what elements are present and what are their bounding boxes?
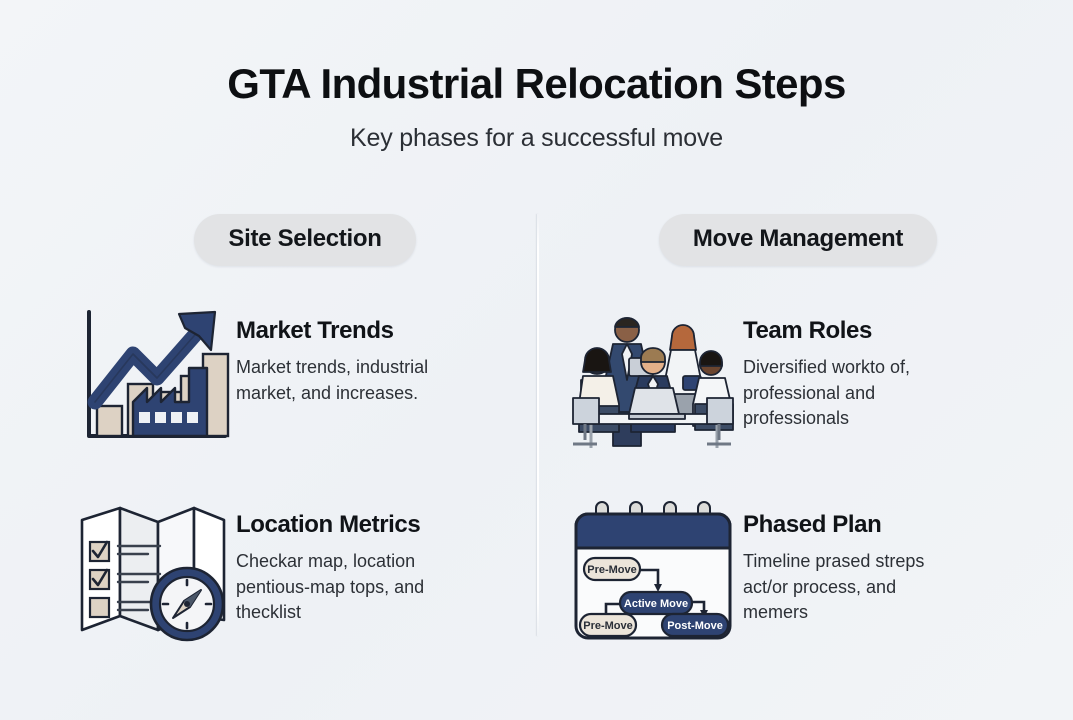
- list-item-text: Location Metrics Checkar map, location p…: [236, 496, 540, 626]
- growth-bar-chart-factory-icon: [70, 302, 236, 452]
- section-heading-site-selection: Site Selection: [194, 214, 416, 266]
- section-heading-wrap-right: Move Management: [563, 214, 1033, 266]
- column-divider: [537, 214, 539, 636]
- business-team-meeting-icon: [563, 302, 743, 452]
- page-subtitle: Key phases for a successful move: [350, 124, 723, 153]
- list-item-title: Phased Plan: [743, 511, 882, 538]
- list-item: Market Trends Market trends, industrial …: [70, 302, 540, 452]
- list-item-text: Phased Plan Timeline prased streps act/o…: [743, 496, 1033, 626]
- list-item: Team Roles Diversified workto of, profes…: [563, 302, 1033, 452]
- list-item-text: Market Trends Market trends, industrial …: [236, 302, 540, 406]
- list-item: Pre-Move Active Move Pre-Move Post-Move …: [563, 496, 1033, 646]
- list-item-description: Diversified workto of, professional and …: [743, 357, 911, 429]
- list-item-text: Team Roles Diversified workto of, profes…: [743, 302, 1033, 432]
- map-checklist-compass-icon: [70, 496, 236, 646]
- section-heading-move-management: Move Management: [658, 214, 938, 266]
- list-item-title: Team Roles: [743, 317, 872, 344]
- column-move-management: Move Management: [563, 214, 1033, 690]
- list-item-title: Market Trends: [236, 317, 394, 344]
- list-item-title: Location Metrics: [236, 511, 421, 538]
- flow-node-label: Pre-Move: [583, 620, 633, 632]
- flow-node-label: Post-Move: [667, 620, 723, 632]
- list-item-description: Timeline prased streps act/or process, a…: [743, 551, 925, 623]
- calendar-phase-flowchart-icon: Pre-Move Active Move Pre-Move Post-Move: [563, 496, 743, 646]
- header: GTA Industrial Relocation Steps Key phas…: [0, 60, 1073, 153]
- list-item: Location Metrics Checkar map, location p…: [70, 496, 540, 646]
- list-item-description: Market trends, industrial market, and in…: [236, 357, 429, 403]
- page-title: GTA Industrial Relocation Steps: [227, 60, 846, 107]
- section-heading-wrap-left: Site Selection: [70, 214, 540, 266]
- flow-node-label: Active Move: [624, 598, 688, 610]
- column-site-selection: Site Selection: [70, 214, 540, 690]
- list-item-description: Checkar map, location pentious-map tops,…: [236, 551, 425, 623]
- flow-node-label: Pre-Move: [587, 564, 637, 576]
